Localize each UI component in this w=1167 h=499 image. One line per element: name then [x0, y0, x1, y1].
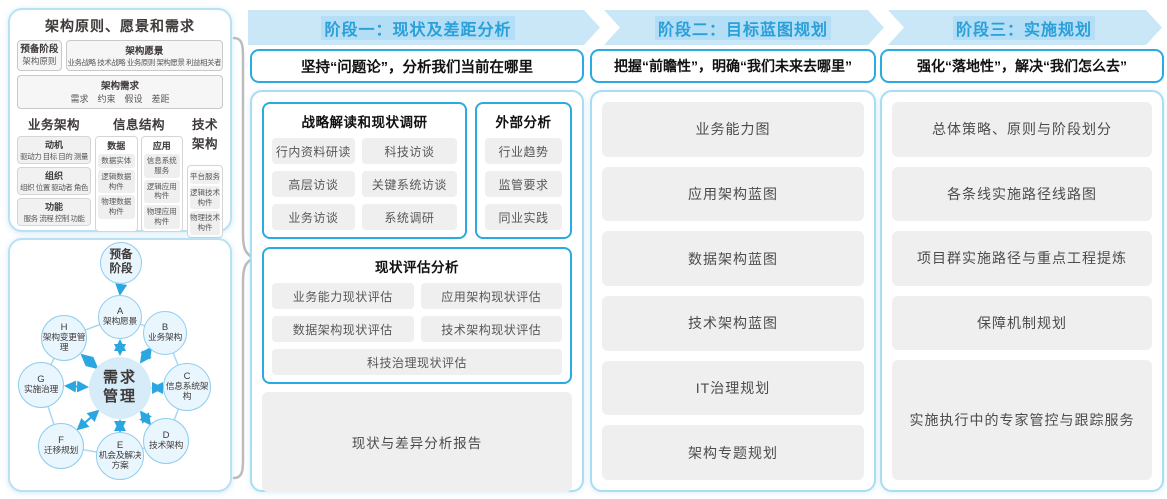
function-label: 功能: [44, 202, 63, 213]
phase2-item: IT治理规划: [602, 360, 864, 416]
phase3-title: 阶段三：实施规划: [953, 16, 1095, 40]
logical-tech-chip: 逻辑技术构件: [190, 185, 220, 210]
physical-tech-chip: 物理技术构件: [190, 211, 220, 235]
motivation-label: 动机: [44, 140, 63, 151]
phase3-content-panel: 总体策略、原则与阶段划分 各条线实施路径线路图 项目群实施路径与重点工程提炼 保…: [880, 90, 1164, 492]
assessment-item: 数据架构现状评估: [272, 316, 414, 342]
info-system-service-chip: 信息系统服务: [143, 154, 180, 178]
assessment-item: 技术架构现状评估: [420, 316, 562, 342]
external-analysis-box: 外部分析 行业趋势 监管要求 同业实践: [475, 102, 572, 239]
phase1-content-panel: 战略解读和现状调研 行内资料研读 科技访谈 高层访谈 关键系统访谈 业务访谈 系…: [250, 90, 584, 492]
external-item: 同业实践: [485, 204, 562, 230]
phase2-item: 应用架构蓝图: [602, 166, 864, 222]
physical-data-chip: 物理数据构件: [98, 195, 135, 219]
strategy-survey-box: 战略解读和现状调研 行内资料研读 科技访谈 高层访谈 关键系统访谈 业务访谈 系…: [262, 102, 467, 239]
application-column: 应用 信息系统服务 逻辑应用构件 物理应用构件: [140, 136, 183, 232]
phase3-item: 保障机制规划: [892, 295, 1152, 351]
phase3-item: 实施执行中的专家管控与跟踪服务: [892, 360, 1152, 480]
prep-phase-box: 预备阶段 架构原则: [17, 40, 62, 72]
external-item: 监管要求: [485, 171, 562, 197]
business-architecture-column: 业务架构 动机 驱动力 目标 目的 测量 组织 组织 位置 驱动者 角色 功能 …: [17, 114, 91, 238]
phase2-band: 阶段二：目标蓝图规划: [604, 10, 884, 45]
information-structure-column: 信息结构 数据 数据实体 逻辑数据构件 物理数据构件 应用 信息系统服务 逻辑应…: [95, 114, 183, 238]
information-structure-title: 信息结构: [112, 118, 165, 133]
architecture-principles-panel: 架构原则、愿景和需求 预备阶段 架构原则 架构愿景 业务战略 技术战略 业务原则…: [8, 8, 232, 283]
vision-title: 架构愿景: [125, 46, 164, 57]
survey-item: 行内资料研读: [272, 138, 355, 164]
assessment-item: 科技治理现状评估: [272, 349, 562, 375]
survey-item: 科技访谈: [361, 138, 457, 164]
assessment-box: 现状评估分析 业务能力现状评估 应用架构现状评估 数据架构现状评估 技术架构现状…: [262, 247, 572, 384]
survey-item: 系统调研: [361, 204, 457, 230]
survey-item: 高层访谈: [272, 171, 355, 197]
adm-node-preparation: 预备阶段: [100, 242, 142, 284]
prep-vision-row: 预备阶段 架构原则 架构愿景 业务战略 技术战略 业务原则 架构愿景 利益相关者: [17, 40, 223, 72]
phase2-content-panel: 业务能力图 应用架构蓝图 数据架构蓝图 技术架构蓝图 IT治理规划 架构专题规划: [590, 90, 876, 492]
business-architecture-title: 业务架构: [27, 118, 80, 133]
requirements-items: 需求 约束 假设 差距: [70, 94, 170, 105]
architecture-principles-label: 架构原则: [22, 56, 57, 67]
assessment-item: 业务能力现状评估: [272, 283, 414, 309]
survey-item: 业务访谈: [272, 204, 355, 230]
data-header: 数据: [107, 141, 126, 152]
logical-data-chip: 逻辑数据构件: [98, 169, 135, 194]
vision-items: 业务战略 技术战略 业务原则 架构愿景 利益相关者: [67, 58, 222, 67]
external-analysis-title: 外部分析: [495, 115, 552, 130]
phase1-subtitle: 坚持“问题论”，分析我们当前在哪里: [250, 49, 584, 83]
requirements-title: 架构需求: [100, 81, 139, 93]
phase2-item: 技术架构蓝图: [602, 296, 864, 351]
data-column: 数据 数据实体 逻辑数据构件 物理数据构件: [95, 136, 138, 232]
organization-detail: 组织 位置 驱动者 角色: [20, 183, 88, 193]
phase2-item: 数据架构蓝图: [602, 231, 864, 287]
phase1-band: 阶段一：现状及差距分析: [248, 10, 600, 45]
phase1-title: 阶段一：现状及差距分析: [321, 16, 514, 40]
phase3-band: 阶段三：实施规划: [888, 10, 1162, 45]
architecture-requirements-box: 架构需求 需求 约束 假设 差距: [17, 75, 223, 110]
data-entity-chip: 数据实体: [98, 154, 135, 168]
phase2-subtitle: 把握“前瞻性”，明确“我们未来去哪里”: [590, 49, 876, 83]
assessment-item: 应用架构现状评估: [420, 283, 562, 309]
logical-app-chip: 逻辑应用构件: [143, 179, 180, 204]
phase2-title: 阶段二：目标蓝图规划: [655, 16, 831, 40]
motivation-detail: 驱动力 目标 目的 测量: [20, 152, 88, 162]
phase2-item: 架构专题规划: [602, 425, 864, 481]
gap-analysis-report-box: 现状与差异分析报告: [262, 392, 572, 492]
phase3-item: 总体策略、原则与阶段划分: [892, 102, 1152, 157]
function-detail: 服务 流程 控制 功能: [23, 214, 85, 224]
assessment-title: 现状评估分析: [375, 260, 459, 275]
organization-label: 组织: [44, 171, 63, 182]
architecture-domains-row: 业务架构 动机 驱动力 目标 目的 测量 组织 组织 位置 驱动者 角色 功能 …: [17, 114, 223, 238]
motivation-box: 动机 驱动力 目标 目的 测量: [17, 136, 91, 165]
survey-title: 战略解读和现状调研: [301, 115, 428, 130]
external-item: 行业趋势: [485, 138, 562, 164]
technology-architecture-column: 技术架构 平台服务 逻辑技术构件 物理技术构件: [187, 114, 223, 238]
prep-phase-label: 预备阶段: [20, 44, 59, 55]
phase3-item: 各条线实施路径线路图: [892, 166, 1152, 222]
adm-node-requirements-management: 需求管理: [89, 357, 151, 419]
phase2-item: 业务能力图: [602, 102, 864, 157]
architecture-vision-box: 架构愿景 业务战略 技术战略 业务原则 架构愿景 利益相关者: [65, 40, 223, 72]
phase3-subtitle: 强化“落地性”，解决“我们怎么去”: [880, 49, 1164, 83]
panel-title: 架构原则、愿景和需求: [45, 18, 195, 34]
application-header: 应用: [152, 141, 171, 152]
physical-app-chip: 物理应用构件: [143, 205, 180, 229]
function-box: 功能 服务 流程 控制 功能: [17, 198, 91, 227]
survey-item: 关键系统访谈: [361, 171, 457, 197]
phase3-item: 项目群实施路径与重点工程提炼: [892, 231, 1152, 286]
technology-architecture-title: 技术架构: [191, 118, 218, 152]
organization-box: 组织 组织 位置 驱动者 角色: [17, 167, 91, 196]
platform-service-chip: 平台服务: [190, 170, 220, 184]
